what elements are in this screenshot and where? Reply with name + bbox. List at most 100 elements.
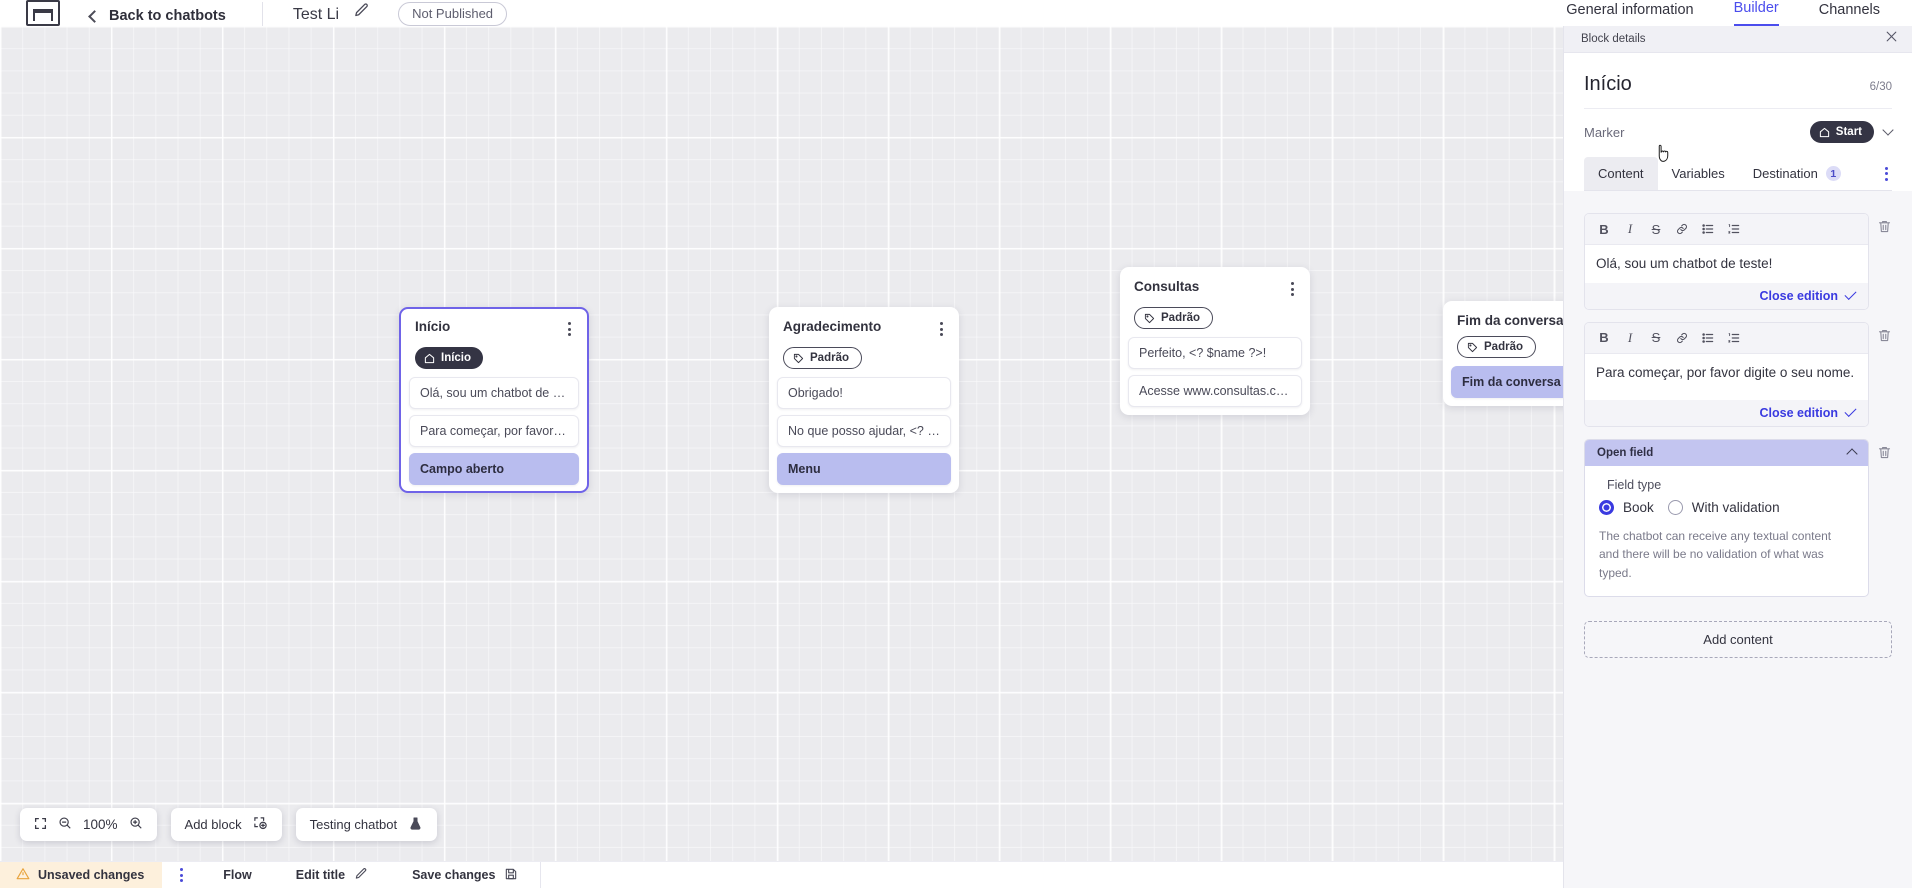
editor-footer: Close edition bbox=[1585, 282, 1868, 309]
node-item[interactable]: No que posso ajudar, <? $name ... bbox=[777, 415, 951, 447]
trash-icon[interactable] bbox=[1877, 322, 1892, 348]
add-block-label: Add block bbox=[184, 817, 242, 832]
node-menu-icon[interactable] bbox=[566, 319, 573, 339]
home-icon bbox=[1819, 127, 1829, 137]
tab-content-label: Content bbox=[1598, 166, 1644, 181]
marker-row: Marker Start bbox=[1584, 109, 1894, 157]
node-item[interactable]: Menu bbox=[777, 453, 951, 485]
italic-icon[interactable]: I bbox=[1627, 221, 1633, 236]
strikethrough-icon[interactable]: S bbox=[1651, 221, 1661, 237]
panel-tabs: Content Variables Destination 1 bbox=[1584, 157, 1892, 191]
marker-dropdown[interactable]: Start bbox=[1809, 121, 1894, 143]
fit-screen-icon[interactable] bbox=[34, 817, 47, 833]
pencil-icon[interactable] bbox=[353, 2, 370, 26]
tab-general-information[interactable]: General information bbox=[1566, 2, 1694, 18]
flow-node-fim-da-conversa[interactable]: Fim da conversa Padrão Fim da conversa bbox=[1443, 301, 1563, 406]
tag-icon bbox=[1467, 342, 1478, 352]
pencil-icon bbox=[354, 867, 368, 884]
radio-dot bbox=[1667, 499, 1683, 515]
zoom-out-icon[interactable] bbox=[58, 816, 72, 833]
footer-bar: Unsaved changes Flow Edit title Save cha… bbox=[0, 861, 1563, 888]
open-field-body: Field type Book With validation The bbox=[1585, 466, 1868, 597]
tag-icon bbox=[793, 353, 804, 363]
node-menu-icon[interactable] bbox=[1289, 279, 1296, 299]
node-header: Início bbox=[401, 317, 587, 339]
italic-icon[interactable]: I bbox=[1627, 329, 1633, 345]
zoom-level: 100% bbox=[83, 817, 118, 832]
radio-label: With validation bbox=[1691, 499, 1780, 515]
radio-option-book[interactable]: Book bbox=[1599, 499, 1654, 515]
radio-label: Book bbox=[1623, 499, 1654, 515]
close-edition-button[interactable]: Close edition bbox=[1759, 405, 1838, 420]
panel-title-bar: Block details bbox=[1564, 26, 1912, 53]
open-field-title: Open field bbox=[1597, 446, 1654, 459]
bullet-list-icon[interactable] bbox=[1695, 218, 1721, 240]
divider bbox=[540, 861, 542, 888]
top-bar: Back to chatbots Test Li Not Published G… bbox=[0, 0, 1912, 26]
add-content-button[interactable]: Add content bbox=[1584, 621, 1892, 659]
panel-more-menu-icon[interactable] bbox=[1881, 166, 1892, 181]
block-details-panel: Block details Início 6/30 Marker Start bbox=[1563, 26, 1912, 888]
flow-node-consultas[interactable]: Consultas Padrão Perfeito, <? $name ?>! … bbox=[1120, 267, 1310, 415]
editor-text[interactable]: Para começar, por favor digite o seu nom… bbox=[1585, 353, 1868, 400]
chevron-down-icon bbox=[1882, 124, 1894, 136]
testing-chatbot-button[interactable]: Testing chatbot bbox=[295, 808, 438, 841]
close-edition-button[interactable]: Close edition bbox=[1759, 288, 1838, 303]
tab-content[interactable]: Content bbox=[1584, 157, 1658, 190]
bold-icon[interactable]: B bbox=[1599, 221, 1609, 237]
add-block-button[interactable]: Add block bbox=[170, 808, 282, 841]
node-item[interactable]: Para começar, por favor digite o ... bbox=[409, 415, 579, 447]
node-item[interactable]: Campo aberto bbox=[409, 453, 579, 485]
node-menu-icon[interactable] bbox=[938, 319, 945, 339]
destination-count-badge: 1 bbox=[1825, 166, 1841, 181]
editor-text[interactable]: Olá, sou um chatbot de teste! bbox=[1585, 245, 1868, 283]
node-item[interactable]: Fim da conversa bbox=[1451, 366, 1563, 398]
back-to-chatbots-label: Back to chatbots bbox=[109, 8, 226, 24]
footer-save-changes-button[interactable]: Save changes bbox=[390, 867, 540, 884]
tab-channels[interactable]: Channels bbox=[1818, 2, 1880, 18]
node-marker: Padrão bbox=[1443, 328, 1563, 362]
node-header: Consultas bbox=[1120, 277, 1310, 299]
node-item[interactable]: Obrigado! bbox=[777, 377, 951, 409]
strikethrough-icon[interactable]: S bbox=[1651, 330, 1661, 346]
chevron-up-icon bbox=[1846, 448, 1858, 460]
unsaved-changes-status: Unsaved changes bbox=[0, 861, 163, 888]
link-icon[interactable] bbox=[1669, 327, 1695, 349]
tab-destination[interactable]: Destination 1 bbox=[1739, 157, 1855, 190]
numbered-list-icon[interactable] bbox=[1721, 327, 1747, 349]
tab-builder[interactable]: Builder bbox=[1733, 0, 1779, 26]
field-type-label: Field type bbox=[1607, 477, 1662, 492]
open-field-header[interactable]: Open field bbox=[1585, 439, 1868, 466]
mouse-cursor-icon bbox=[1655, 143, 1672, 170]
open-field-card: Open field Field type Book Wi bbox=[1584, 438, 1869, 598]
trash-icon[interactable] bbox=[1877, 439, 1892, 465]
radio-option-with-validation[interactable]: With validation bbox=[1667, 499, 1780, 515]
flask-icon bbox=[408, 816, 423, 834]
bold-icon[interactable]: B bbox=[1599, 330, 1609, 346]
zoom-in-icon[interactable] bbox=[129, 816, 143, 833]
flow-canvas[interactable]: Início Início Olá, sou um chatbot de tes… bbox=[0, 26, 1563, 861]
flow-node-agradecimento[interactable]: Agradecimento Padrão Obrigado! No que po… bbox=[769, 307, 959, 493]
rich-text-editor[interactable]: B I S Para começar, por favor di bbox=[1584, 321, 1869, 427]
back-to-chatbots-button[interactable]: Back to chatbots bbox=[88, 8, 226, 26]
bullet-list-icon[interactable] bbox=[1695, 327, 1721, 349]
flow-label: Flow bbox=[223, 868, 252, 882]
node-item[interactable]: Olá, sou um chatbot de teste! bbox=[409, 377, 579, 409]
node-title: Fim da conversa bbox=[1457, 313, 1563, 328]
link-icon[interactable] bbox=[1669, 218, 1695, 240]
tab-variables[interactable]: Variables bbox=[1658, 157, 1739, 190]
footer-flow-button[interactable]: Flow bbox=[201, 868, 273, 882]
trash-icon[interactable] bbox=[1877, 213, 1892, 239]
numbered-list-icon[interactable] bbox=[1721, 218, 1747, 240]
node-item[interactable]: Perfeito, <? $name ?>! bbox=[1128, 337, 1302, 369]
flow-node-inicio[interactable]: Início Início Olá, sou um chatbot de tes… bbox=[399, 307, 589, 493]
save-changes-label: Save changes bbox=[412, 868, 496, 882]
close-icon[interactable] bbox=[1885, 30, 1898, 48]
rich-text-editor[interactable]: B I S Olá, sou um chatbot de tes bbox=[1584, 213, 1869, 310]
node-item[interactable]: Acesse www.consultas.com par... bbox=[1128, 375, 1302, 407]
footer-menu-icon[interactable] bbox=[162, 868, 201, 882]
footer-edit-title-button[interactable]: Edit title bbox=[274, 867, 390, 884]
vtex-logo-icon[interactable] bbox=[26, 0, 60, 26]
marker-pill-padrao: Padrão bbox=[1457, 336, 1536, 358]
panel-title: Block details bbox=[1581, 33, 1646, 45]
